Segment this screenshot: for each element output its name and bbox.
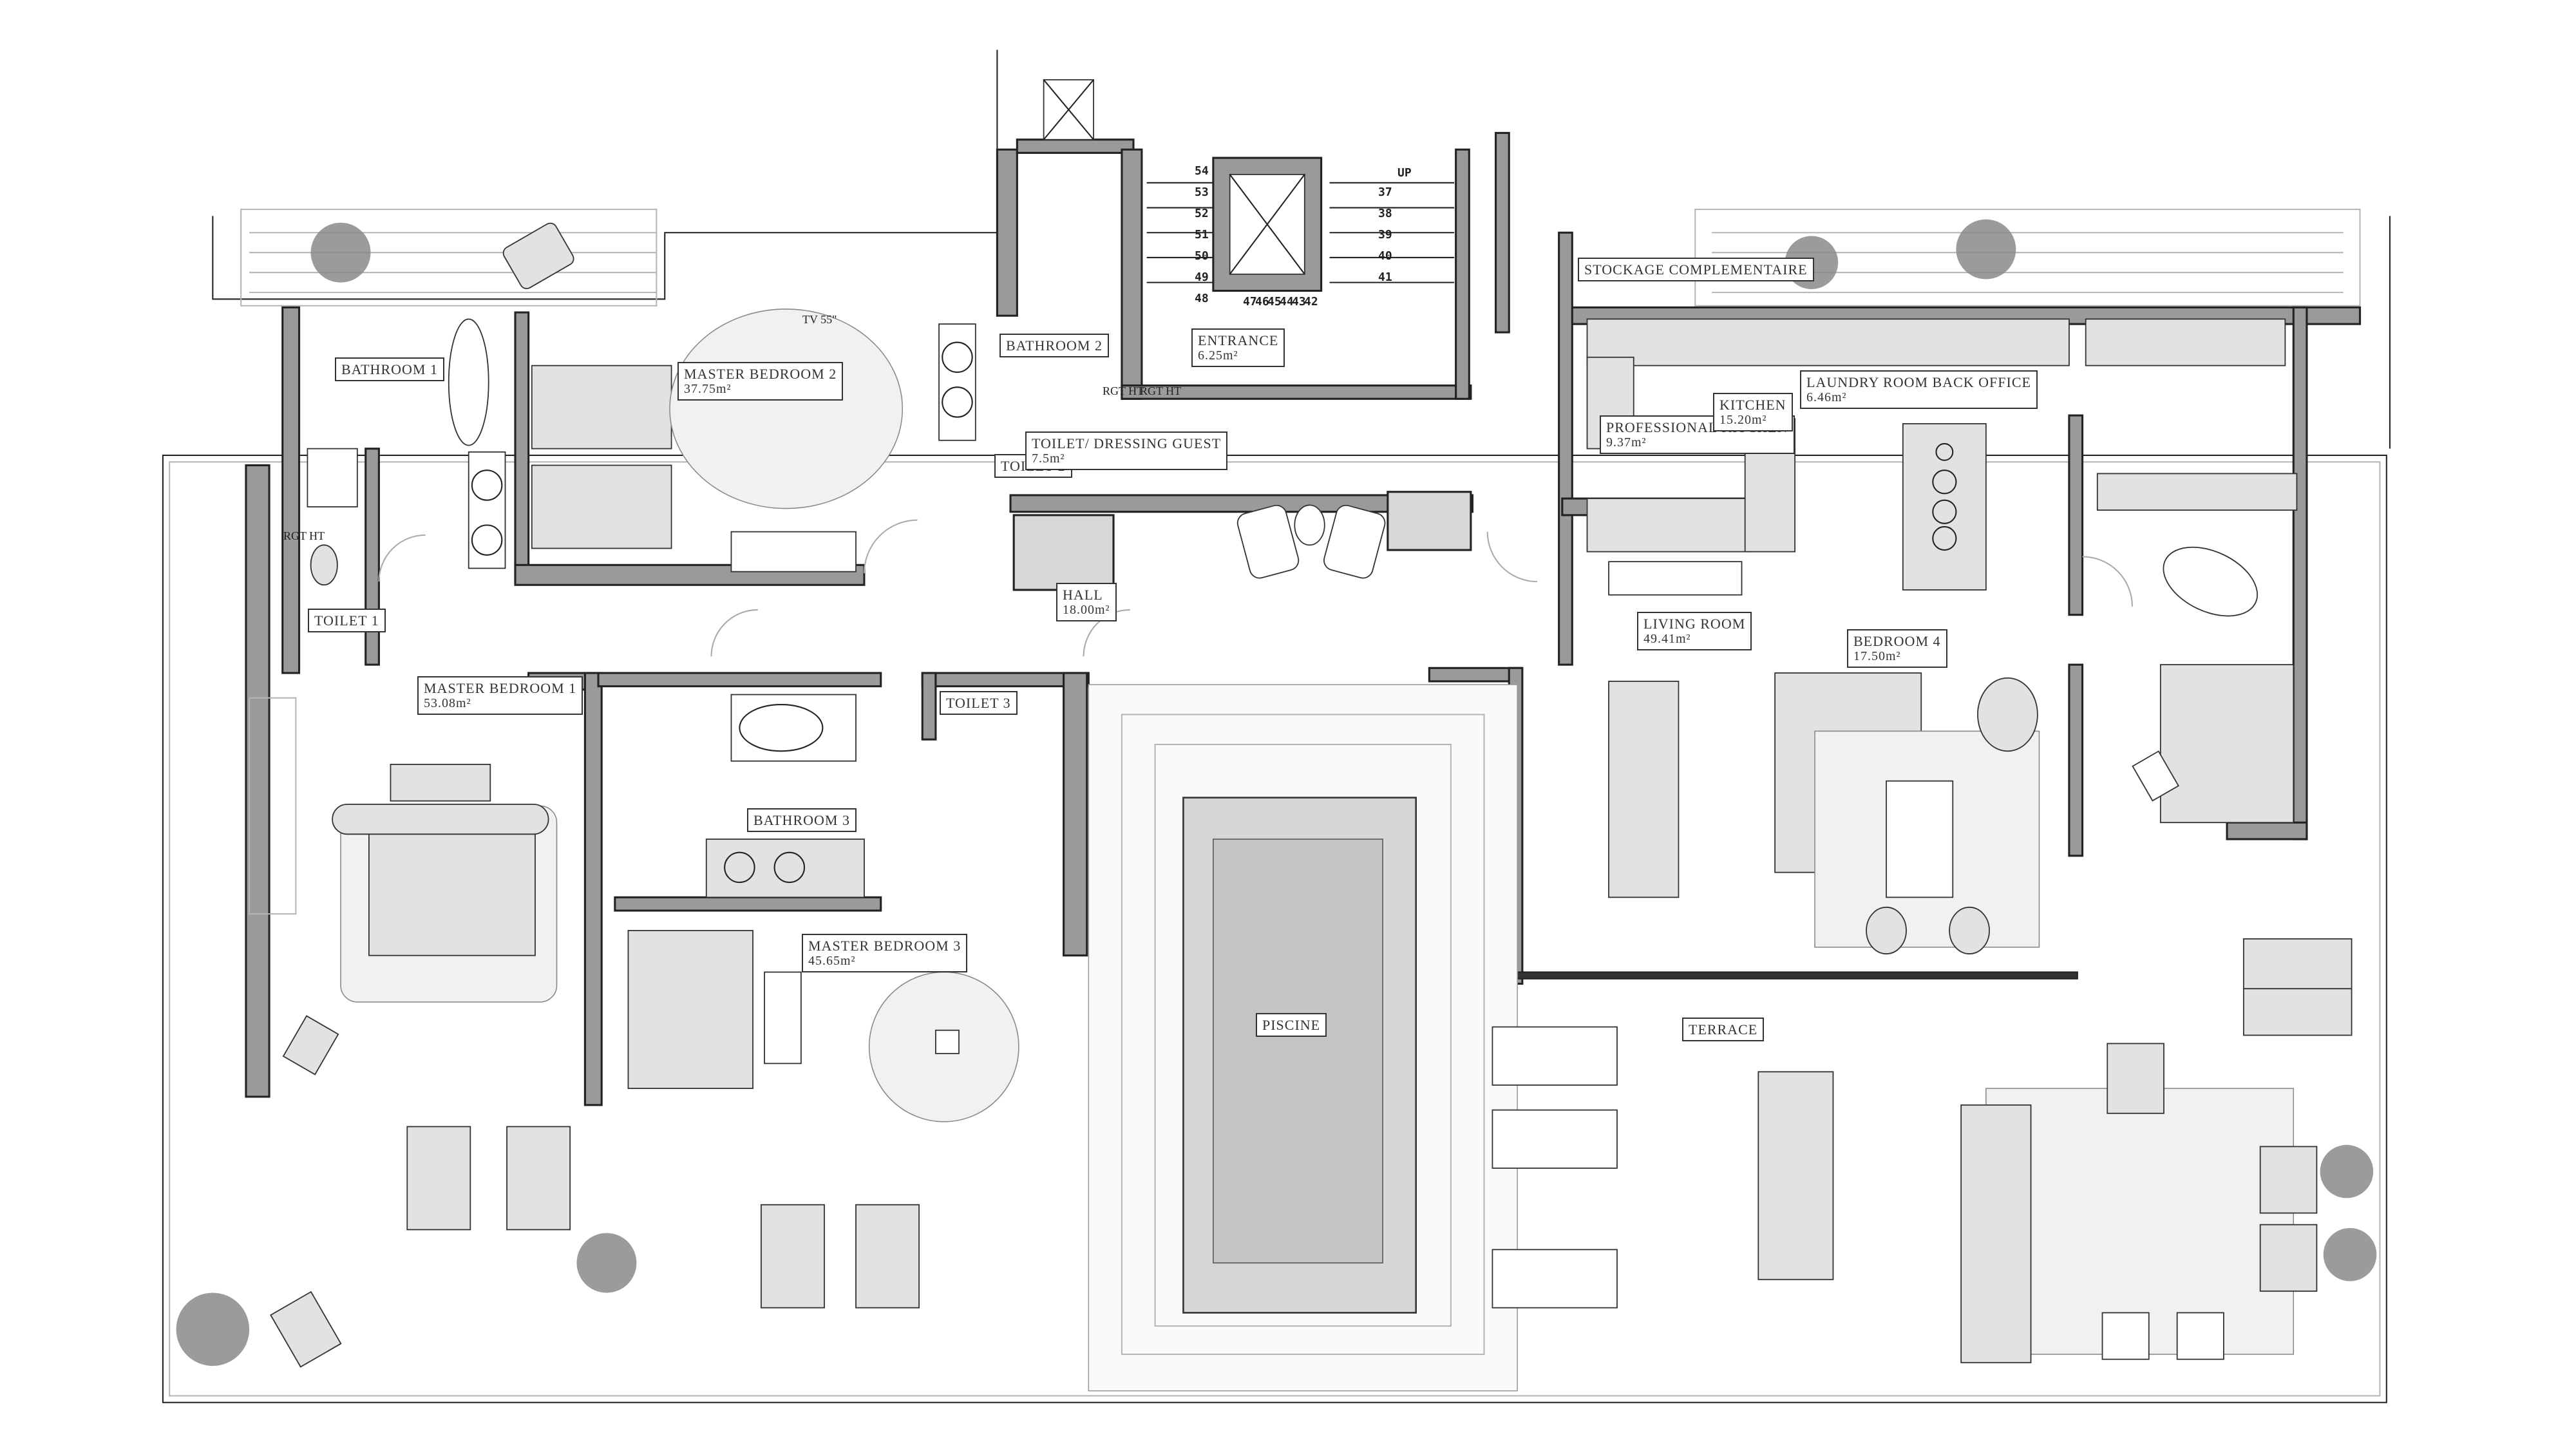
room-area: 17.50m² bbox=[1853, 649, 1901, 664]
stair-step-number: 43 bbox=[1292, 295, 1306, 308]
room-label-toilet1: TOILET 1 bbox=[308, 609, 386, 633]
hall-furniture bbox=[1236, 504, 1386, 579]
room-name: KITCHEN bbox=[1719, 397, 1786, 413]
room-area: 37.75m² bbox=[684, 382, 732, 397]
room-name: ENTRANCE bbox=[1198, 332, 1279, 348]
bedroom-4-furniture bbox=[2132, 546, 2295, 824]
room-label-bathroom1: BATHROOM 1 bbox=[335, 357, 444, 382]
bathroom-2-fixtures bbox=[938, 323, 976, 441]
walls bbox=[245, 131, 2362, 1106]
stair-step-number: 51 bbox=[1195, 228, 1209, 242]
stair-step-number: 39 bbox=[1378, 228, 1392, 242]
room-name: STOCKAGE COMPLEMENTAIRE bbox=[1584, 261, 1808, 278]
stair-step-number: 41 bbox=[1378, 270, 1392, 284]
master-bedroom-1-furniture bbox=[249, 697, 558, 1075]
room-label-terrace: TERRACE bbox=[1682, 1018, 1765, 1042]
room-label-bathroom3: BATHROOM 3 bbox=[747, 808, 857, 833]
room-name: PISCINE bbox=[1262, 1017, 1321, 1033]
stair-step-number: 44 bbox=[1280, 295, 1294, 308]
stair-step-number: 50 bbox=[1195, 249, 1209, 263]
stair-step-number: 47 bbox=[1243, 295, 1257, 308]
room-area: 18.00m² bbox=[1063, 603, 1110, 618]
room-name: MASTER BEDROOM 2 bbox=[684, 366, 837, 382]
stair-step-number: 46 bbox=[1255, 295, 1269, 308]
room-name: MASTER BEDROOM 3 bbox=[808, 938, 961, 954]
stair-step-number: 52 bbox=[1195, 207, 1209, 220]
room-area: 6.46m² bbox=[1806, 390, 1847, 405]
fixture-label: RGT HT bbox=[283, 529, 325, 542]
master-bedroom-2-furniture bbox=[448, 308, 904, 573]
room-area: 15.20m² bbox=[1719, 413, 1767, 428]
room-name: LAUNDRY ROOM BACK OFFICE bbox=[1806, 374, 2031, 390]
room-name: BATHROOM 2 bbox=[1006, 337, 1103, 354]
fixture-label: RGT HT bbox=[1140, 384, 1182, 397]
stair-step-number: 38 bbox=[1378, 207, 1392, 220]
room-name: TOILET/ DRESSING GUEST bbox=[1032, 435, 1222, 451]
room-area: 6.25m² bbox=[1198, 348, 1238, 363]
room-label-toilet3: TOILET 3 bbox=[940, 691, 1018, 715]
terrace-furniture bbox=[270, 938, 2353, 1368]
room-name: TOILET 1 bbox=[314, 612, 379, 629]
stair-core bbox=[1043, 79, 1455, 292]
stair-step-number: 53 bbox=[1195, 185, 1209, 199]
room-name: BATHROOM 1 bbox=[341, 361, 438, 377]
room-name: BATHROOM 3 bbox=[753, 812, 850, 828]
pool-area bbox=[1088, 684, 1518, 1392]
room-label-bathroom2: BATHROOM 2 bbox=[999, 334, 1109, 358]
room-area: 9.37m² bbox=[1606, 435, 1647, 450]
top-left-deck bbox=[249, 222, 657, 294]
stair-step-number: 42 bbox=[1304, 295, 1318, 308]
fixture-label: TV 55" bbox=[802, 313, 837, 326]
room-name: TERRACE bbox=[1689, 1021, 1758, 1037]
fixture-label: RGT HT bbox=[1103, 384, 1144, 397]
stair-step-number: 48 bbox=[1195, 292, 1209, 305]
bathroom-3-fixtures bbox=[705, 694, 865, 898]
room-name: BEDROOM 4 bbox=[1853, 633, 1941, 649]
master-bedroom-3-furniture bbox=[627, 930, 1019, 1122]
room-area: 53.08m² bbox=[424, 696, 471, 711]
room-name: MASTER BEDROOM 1 bbox=[424, 680, 577, 696]
outer-boundary bbox=[162, 50, 2391, 1403]
stair-up-label: UP bbox=[1397, 166, 1412, 180]
room-area: 49.41m² bbox=[1643, 632, 1691, 647]
room-name: LIVING ROOM bbox=[1643, 616, 1746, 632]
room-name: TOILET 3 bbox=[946, 695, 1011, 711]
bathroom-1-fixtures bbox=[307, 448, 506, 586]
room-name: HALL bbox=[1063, 587, 1103, 603]
stair-step-number: 45 bbox=[1267, 295, 1282, 308]
living-room-furniture bbox=[1608, 672, 2040, 954]
room-area: 7.5m² bbox=[1032, 451, 1065, 466]
door-swings bbox=[378, 519, 2133, 657]
stair-step-number: 54 bbox=[1195, 164, 1209, 178]
stair-step-number: 37 bbox=[1378, 185, 1392, 199]
stair-step-number: 40 bbox=[1378, 249, 1392, 263]
room-label-stockage: STOCKAGE COMPLEMENTAIRE bbox=[1578, 258, 1814, 282]
room-label-piscine: PISCINE bbox=[1256, 1013, 1327, 1037]
room-area: 45.65m² bbox=[808, 954, 856, 969]
plants bbox=[176, 219, 2377, 1366]
stair-step-number: 49 bbox=[1195, 270, 1209, 284]
